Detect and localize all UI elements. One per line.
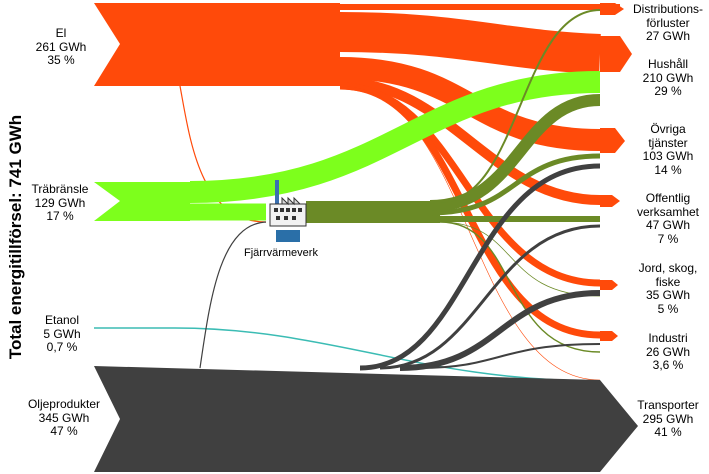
- flow-olja-ovriga: [359, 163, 601, 371]
- flow-trabransle-hushall: [189, 71, 601, 203]
- flow-olja-industri: [419, 343, 601, 369]
- flows-olja: [94, 163, 638, 472]
- flow-el-transporter-thin: [339, 85, 601, 381]
- flow-fjarrvarme-hushall: [429, 94, 601, 212]
- source-node-el: [94, 3, 340, 86]
- source-node-olja: [94, 366, 638, 472]
- flow-olja-fjarrvarmeverk: [199, 221, 269, 369]
- sink-arrow-offentlig: [600, 195, 620, 207]
- sink-arrow-ovriga: [600, 128, 625, 153]
- flow-fjarrvarme-ovriga: [429, 153, 601, 216]
- sink-arrow-distributionsforluster: [600, 3, 624, 15]
- flow-olja-offentlig: [379, 224, 601, 370]
- sink-arrows: [600, 3, 632, 341]
- flows-trabransle: [94, 71, 601, 221]
- sink-arrow-jord-skog: [600, 280, 618, 290]
- source-node-trabransle: [94, 182, 190, 221]
- plant-label-fjarrvarmeverk: Fjärrvärmeverk: [244, 247, 318, 259]
- flow-el-hushall: [339, 12, 601, 74]
- factory-icon: [266, 180, 307, 242]
- flow-olja-jord-skog: [399, 290, 601, 371]
- flow-fjarrvarme-jord: [439, 221, 601, 297]
- sink-arrow-industri: [600, 331, 618, 341]
- flow-el-offentlig: [339, 77, 601, 205]
- flow-fjarrvarme-distributionsforluster: [439, 9, 601, 203]
- sink-arrow-hushall: [600, 36, 632, 72]
- flows-fjarrvarme: [305, 9, 601, 353]
